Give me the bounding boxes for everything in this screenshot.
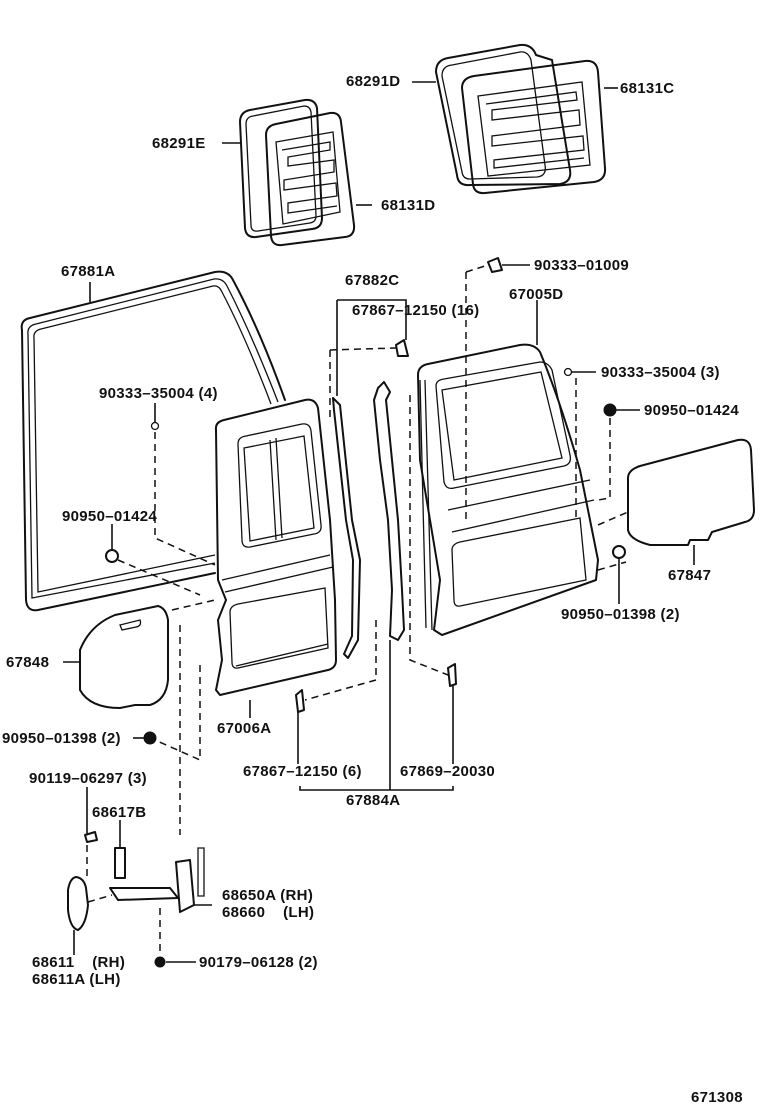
clip-90333-35004-left bbox=[150, 421, 160, 431]
grommet-90950-01424-left bbox=[105, 549, 119, 563]
callout-90950-01398-right: 90950–01398 (2) bbox=[561, 606, 680, 623]
callout-90119-06297: 90119–06297 (3) bbox=[29, 770, 147, 787]
callout-67005d: 67005D bbox=[509, 286, 564, 303]
part-68131d-glass bbox=[265, 111, 356, 247]
part-67005d-door bbox=[417, 343, 599, 636]
callout-68611a-lh: 68611A (LH) bbox=[32, 971, 121, 988]
callout-90950-01424-right: 90950–01424 bbox=[644, 402, 740, 419]
clip-67867-12150-bottom bbox=[295, 689, 305, 713]
part-68617b-pin bbox=[114, 847, 126, 879]
callout-68291d: 68291D bbox=[346, 73, 401, 90]
callout-90179-06128: 90179–06128 (2) bbox=[199, 954, 318, 971]
callout-68131c: 68131C bbox=[620, 80, 675, 97]
grommet-90950-01398-left bbox=[143, 731, 157, 745]
part-67884a-strip bbox=[373, 381, 405, 641]
callout-90333-35004-4: 90333–35004 (4) bbox=[99, 385, 218, 402]
callout-90950-01398-left: 90950–01398 (2) bbox=[2, 730, 121, 747]
callout-67867-12150-6: 67867–12150 (6) bbox=[243, 763, 362, 780]
callout-68660-lh: 68660 (LH) bbox=[222, 904, 315, 921]
cap-90333-01009 bbox=[487, 257, 503, 273]
clip-67867-12150-top bbox=[395, 339, 409, 357]
part-68291e-seal bbox=[239, 98, 323, 239]
callout-90333-01009: 90333–01009 bbox=[534, 257, 630, 274]
clip-90333-35004-right bbox=[563, 367, 573, 377]
part-67881a-weatherstrip bbox=[20, 270, 286, 612]
nut-90179-06128 bbox=[154, 956, 166, 968]
callout-68291e: 68291E bbox=[152, 135, 206, 152]
part-68611-hinge-plate bbox=[67, 876, 89, 931]
callout-68617b: 68617B bbox=[92, 804, 147, 821]
callout-67882c: 67882C bbox=[345, 272, 400, 289]
figure-number: 671308 bbox=[691, 1089, 743, 1106]
callout-67869-20030: 67869–20030 bbox=[400, 763, 496, 780]
callout-67881a: 67881A bbox=[61, 263, 116, 280]
callout-67006a: 67006A bbox=[217, 720, 272, 737]
part-67847-panel bbox=[627, 438, 755, 546]
part-68131c-glass bbox=[461, 59, 607, 195]
part-67848-panel bbox=[79, 605, 169, 709]
callout-68650a-rh: 68650A (RH) bbox=[222, 887, 314, 904]
callout-68131d: 68131D bbox=[381, 197, 436, 214]
callout-90950-01424-left: 90950–01424 bbox=[62, 508, 158, 525]
part-67006a-door bbox=[214, 398, 337, 696]
callout-67848: 67848 bbox=[6, 654, 50, 671]
callout-68611-rh: 68611 (RH) bbox=[32, 954, 126, 971]
part-67882c-strip bbox=[332, 397, 361, 659]
part-68291d-seal bbox=[435, 43, 572, 187]
assembly-dashed-lines bbox=[86, 264, 629, 955]
callout-67867-12150-16: 67867–12150 (16) bbox=[352, 302, 480, 319]
callout-90333-35004-3: 90333–35004 (3) bbox=[601, 364, 720, 381]
callout-67847: 67847 bbox=[668, 567, 712, 584]
grommet-90950-01424-right bbox=[603, 403, 617, 417]
grommet-90950-01398-right bbox=[612, 545, 626, 559]
callout-67884a: 67884A bbox=[346, 792, 401, 809]
leader-lines bbox=[63, 81, 695, 963]
bolt-90119-06297 bbox=[84, 831, 98, 843]
clip-67869-20030 bbox=[447, 663, 457, 687]
